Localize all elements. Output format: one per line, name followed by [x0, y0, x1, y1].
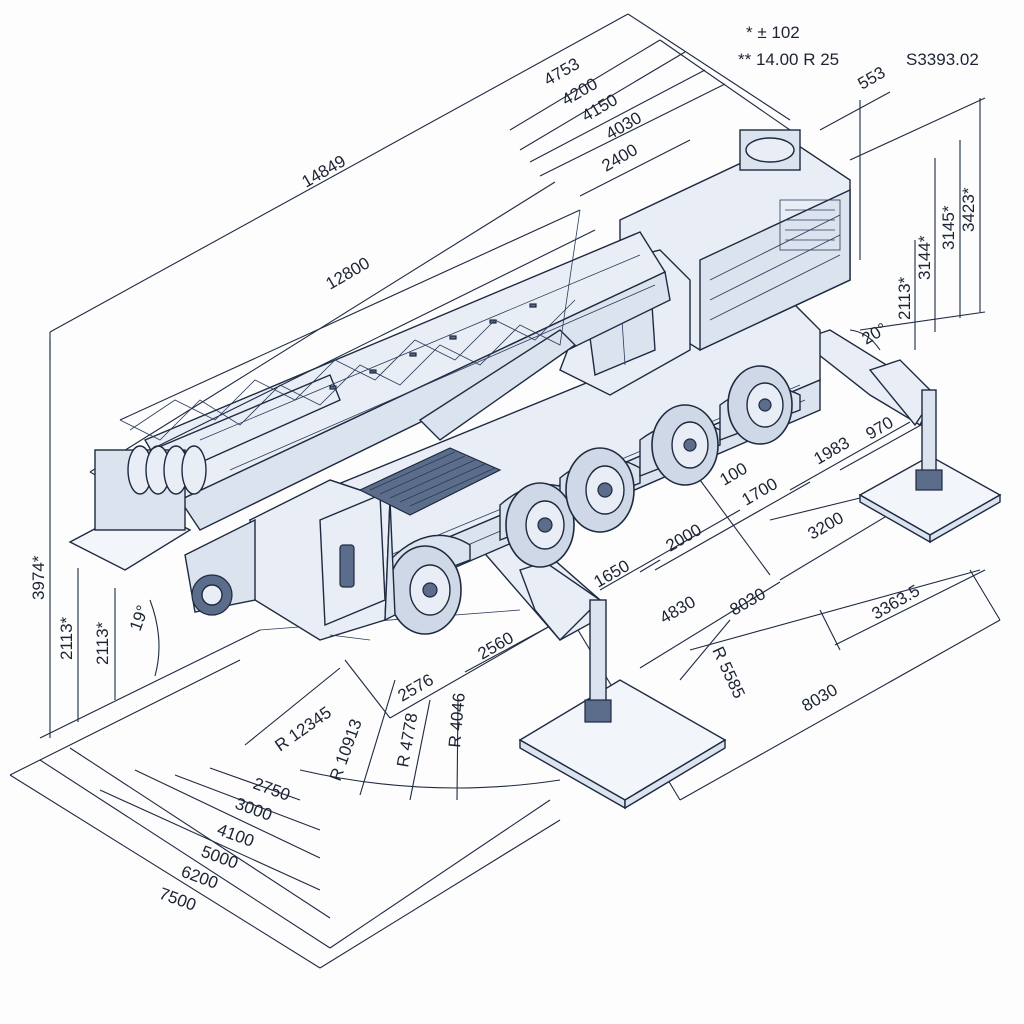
boom-head	[94, 445, 207, 531]
dim-R12345: R 12345	[271, 703, 335, 755]
wheel-3	[565, 447, 635, 533]
dim-4830: 4830	[657, 592, 699, 627]
dim-3000: 3000	[233, 794, 275, 825]
dim-1650: 1650	[591, 556, 633, 591]
drawing-notes: * ± 102 ** 14.00 R 25 S3393.02	[738, 23, 979, 69]
wheel-2	[505, 482, 575, 568]
note-tolerance: * ± 102	[746, 23, 800, 42]
dim-R4046: R 4046	[445, 692, 469, 748]
dim-2113-left-b: 2113*	[93, 621, 112, 665]
dim-2113-left-a: 2113*	[57, 616, 76, 660]
dim-3144: 3144*	[915, 235, 934, 280]
dim-1983: 1983	[811, 433, 853, 468]
dim-2000: 2000	[663, 520, 705, 555]
telescopic-boom	[94, 231, 671, 531]
dim-1700: 1700	[739, 474, 781, 509]
dim-R5585: R 5585	[708, 644, 748, 702]
dim-3363: 3363.5	[869, 581, 924, 623]
dim-R4778: R 4778	[393, 711, 421, 768]
wheel-5	[727, 365, 793, 445]
dim-20deg: 20°	[859, 319, 891, 348]
wheels	[388, 365, 793, 635]
dim-6200: 6200	[179, 862, 221, 893]
dim-8030-lower: 8030	[799, 680, 841, 715]
dim-2400: 2400	[599, 140, 641, 175]
dim-970: 970	[863, 413, 897, 444]
wheel-1	[388, 545, 462, 635]
dim-R10913: R 10913	[326, 716, 366, 783]
dim-3974: 3974*	[29, 555, 48, 600]
dim-2560: 2560	[475, 628, 517, 663]
lattice-jib	[119, 209, 596, 451]
dim-14849: 14849	[299, 151, 349, 191]
dimension-lines	[9, 13, 1001, 969]
outriggers	[478, 329, 943, 723]
engine-grille	[358, 447, 502, 516]
dim-3423: 3423*	[959, 187, 978, 232]
dim-12800: 12800	[323, 253, 373, 293]
dim-3200: 3200	[805, 508, 847, 543]
drawing-number: S3393.02	[906, 50, 979, 69]
note-tire-size: ** 14.00 R 25	[738, 50, 839, 69]
dim-2113-right: 2113*	[895, 276, 914, 320]
dim-100: 100	[717, 459, 751, 490]
wheel-4	[651, 404, 719, 486]
dim-3145: 3145*	[939, 205, 958, 250]
dim-8030-upper: 8030	[727, 584, 769, 619]
driver-cab	[184, 479, 396, 641]
dim-553: 553	[855, 63, 889, 94]
dim-19deg: 19°	[126, 603, 153, 634]
